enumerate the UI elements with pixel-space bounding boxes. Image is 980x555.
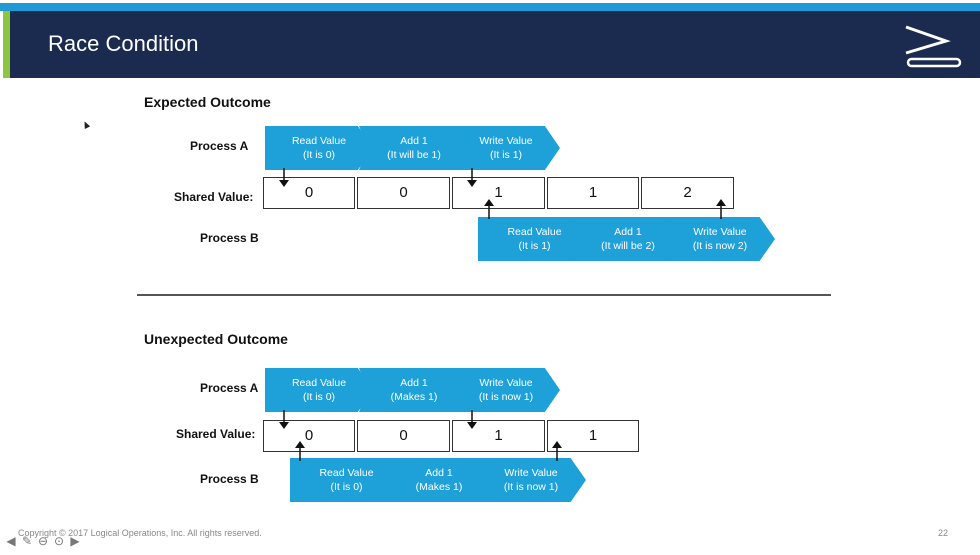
read-up-arrow-icon xyxy=(295,441,305,461)
zoom-out-icon[interactable]: ⊖ xyxy=(37,534,49,548)
unexpected-heading: Unexpected Outcome xyxy=(144,331,288,347)
unexpected-b-step-read: Read Value (It is 0) xyxy=(290,458,403,502)
expected-process-a-label: Process A xyxy=(190,139,249,153)
prev-arrow-icon[interactable]: ◀ xyxy=(6,534,16,548)
logo-icon xyxy=(905,25,962,68)
expected-value-cell: 1 xyxy=(547,177,639,209)
unexpected-process-a-label: Process A xyxy=(200,381,259,395)
green-accent-strip xyxy=(3,3,12,78)
write-up-arrow-icon xyxy=(552,441,562,461)
unexpected-value-cell: 1 xyxy=(452,420,545,452)
expected-value-cell: 1 xyxy=(452,177,545,209)
section-divider xyxy=(137,294,831,296)
unexpected-a-step-read: Read Value (It is 0) xyxy=(265,368,373,412)
unexpected-process-b-label: Process B xyxy=(200,472,259,486)
unexpected-b-step-add: Add 1 (Makes 1) xyxy=(384,458,494,502)
read-down-arrow-icon xyxy=(279,410,289,429)
write-down-arrow-icon xyxy=(467,168,477,187)
unexpected-shared-label: Shared Value: xyxy=(176,427,256,441)
slide-title: Race Condition xyxy=(48,31,199,56)
menu-icon[interactable]: ⊙ xyxy=(53,534,65,548)
next-arrow-icon[interactable]: ▶ xyxy=(70,534,80,548)
unexpected-value-cell: 1 xyxy=(547,420,639,452)
unexpected-value-cell: 0 xyxy=(263,420,355,452)
expected-a-step-add: Add 1 (It will be 1) xyxy=(359,126,469,170)
copyright-footer: Copyright © 2017 Logical Operations, Inc… xyxy=(18,528,262,538)
slide-nav-toolbar: ◀ ✎ ⊖ ⊙ ▶ xyxy=(4,534,82,552)
write-up-arrow-icon xyxy=(716,199,726,219)
unexpected-value-cell: 0 xyxy=(357,420,450,452)
expected-b-step-read: Read Value (It is 1) xyxy=(478,217,591,261)
unexpected-a-step-write: Write Value (It is now 1) xyxy=(452,368,560,412)
mouse-cursor-icon xyxy=(81,120,91,129)
page-number: 22 xyxy=(938,528,949,538)
slide-header xyxy=(10,11,980,78)
pen-icon[interactable]: ✎ xyxy=(21,534,33,548)
expected-b-step-write: Write Value (It is now 2) xyxy=(665,217,775,261)
expected-value-cell: 0 xyxy=(357,177,450,209)
expected-process-b-label: Process B xyxy=(200,231,259,245)
read-down-arrow-icon xyxy=(279,168,289,187)
read-up-arrow-icon xyxy=(484,199,494,219)
expected-value-cell: 0 xyxy=(263,177,355,209)
write-down-arrow-icon xyxy=(467,410,477,429)
expected-a-step-write: Write Value (It is 1) xyxy=(452,126,560,170)
unexpected-b-step-write: Write Value (It is now 1) xyxy=(476,458,586,502)
expected-b-step-add: Add 1 (It will be 2) xyxy=(573,217,683,261)
expected-shared-label: Shared Value: xyxy=(174,190,254,204)
unexpected-a-step-add: Add 1 (Makes 1) xyxy=(359,368,469,412)
top-accent-bar xyxy=(0,3,980,11)
expected-a-step-read: Read Value (It is 0) xyxy=(265,126,373,170)
expected-heading: Expected Outcome xyxy=(144,94,271,110)
